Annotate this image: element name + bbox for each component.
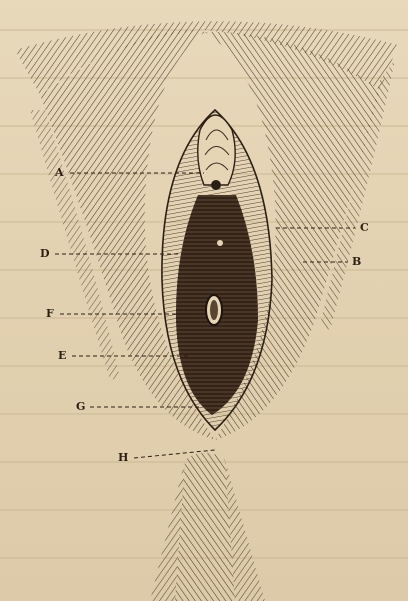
- label-e: E: [58, 350, 66, 362]
- opening-shadow: [210, 300, 218, 320]
- clitoral-hood: [198, 115, 235, 185]
- perineum: [175, 453, 235, 601]
- label-b: B: [352, 256, 361, 268]
- label-a: A: [55, 167, 64, 179]
- clitoris: [211, 180, 221, 190]
- label-h: H: [118, 452, 128, 464]
- label-d: D: [40, 248, 50, 260]
- label-g: G: [76, 401, 85, 413]
- label-c: C: [360, 222, 369, 234]
- urethral-meatus: [217, 240, 223, 246]
- label-f: F: [46, 308, 54, 320]
